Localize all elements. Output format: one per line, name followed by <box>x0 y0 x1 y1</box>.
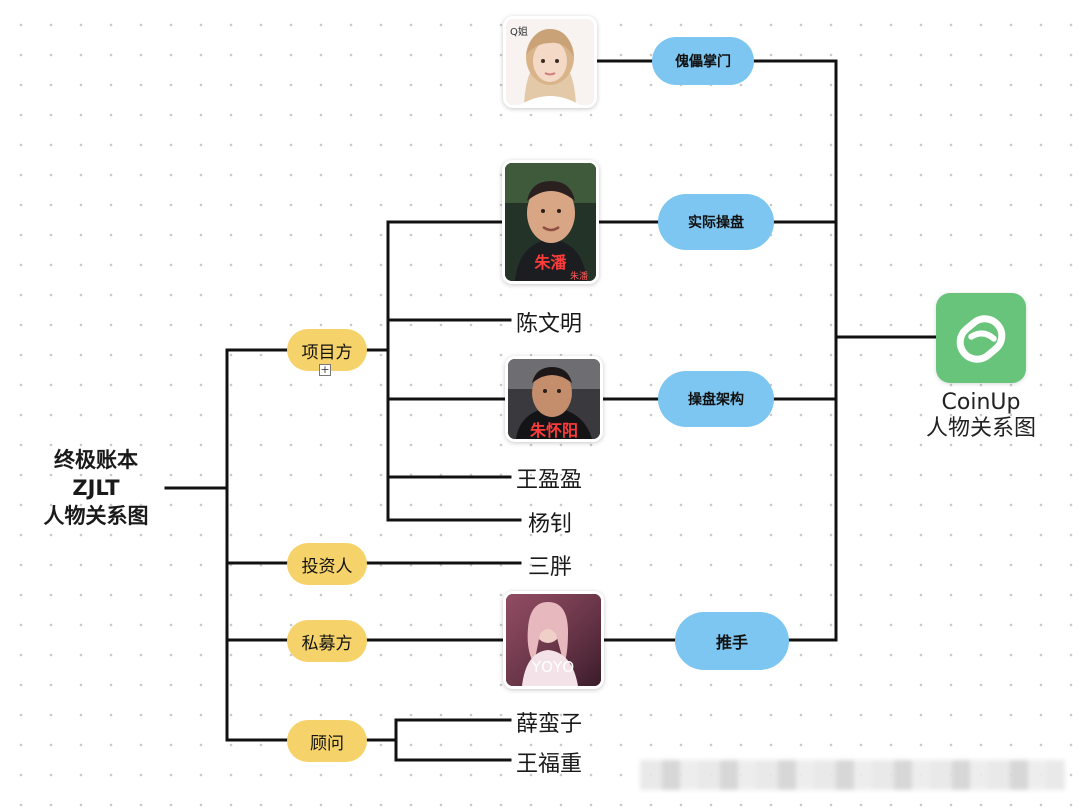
role-promoter[interactable]: 推手 <box>675 612 789 670</box>
link-advisor-bracket <box>364 718 512 762</box>
person-chen-wenming[interactable]: 陈文明 <box>516 312 583 337</box>
q-sister-portrait-icon <box>506 19 594 105</box>
category-investor[interactable]: 投资人 <box>287 543 367 585</box>
root-title-line1: 终极账本 <box>54 448 138 472</box>
person-wang-fuzhong[interactable]: 王福重 <box>516 752 583 777</box>
photo-yoyo[interactable]: YOYO <box>503 591 604 689</box>
yoyo-portrait-icon <box>506 594 601 686</box>
coinup-app-icon[interactable] <box>936 293 1026 383</box>
role-puppet-master-label: 傀儡掌门 <box>675 54 731 70</box>
yoyo-caption: YOYO <box>531 658 576 676</box>
person-yang-zhao[interactable]: 杨钊 <box>528 512 573 537</box>
expand-toggle-icon[interactable]: + <box>319 363 331 376</box>
coinup-name: CoinUp <box>941 390 1021 415</box>
person-san-pang[interactable]: 三胖 <box>528 555 573 580</box>
zhu-pan-portrait-icon <box>505 163 596 281</box>
role-operation-architecture[interactable]: 操盘架构 <box>658 371 774 427</box>
person-wang-yingying[interactable]: 王盈盈 <box>516 468 583 493</box>
role-puppet-master[interactable]: 傀儡掌门 <box>652 37 754 85</box>
category-project[interactable]: 项目方 <box>287 329 367 371</box>
role-actual-operator-label: 实际操盘 <box>688 215 744 231</box>
coinup-subtitle: 人物关系图 <box>925 416 1036 441</box>
photo-zhu-huaiyang[interactable]: 朱怀阳 <box>505 356 603 442</box>
category-investor-label: 投资人 <box>301 556 353 577</box>
coinup-logo-icon <box>956 315 1006 363</box>
role-promoter-label: 推手 <box>715 633 748 652</box>
category-project-label: 项目方 <box>301 342 353 363</box>
role-actual-operator[interactable]: 实际操盘 <box>658 194 774 250</box>
zhu-huaiyang-portrait-icon <box>508 359 600 439</box>
coinup-title: CoinUp 人物关系图 <box>900 390 1062 442</box>
root-title-line2: ZJLT <box>72 476 120 500</box>
zhu-pan-caption: 朱潘 <box>534 253 567 272</box>
zhu-huaiyang-caption: 朱怀阳 <box>529 421 578 440</box>
root-title-line3: 人物关系图 <box>43 504 149 528</box>
blurred-watermark <box>640 760 1065 790</box>
root-node[interactable]: 终极账本 ZJLT 人物关系图 <box>20 446 172 530</box>
photo-q-sister[interactable]: Q姐 <box>503 16 597 108</box>
person-xue-manzi[interactable]: 薛蛮子 <box>516 712 583 737</box>
role-operation-architecture-label: 操盘架构 <box>688 392 744 408</box>
photo-zhu-pan[interactable]: 朱潘 朱潘 <box>502 160 599 284</box>
category-private-fund[interactable]: 私募方 <box>287 620 367 662</box>
zhu-pan-small-caption: 朱潘 <box>569 272 588 282</box>
category-private-fund-label: 私募方 <box>301 633 353 654</box>
category-advisor[interactable]: 顾问 <box>287 720 367 762</box>
q-sister-tag: Q姐 <box>510 27 528 38</box>
category-advisor-label: 顾问 <box>310 733 344 754</box>
